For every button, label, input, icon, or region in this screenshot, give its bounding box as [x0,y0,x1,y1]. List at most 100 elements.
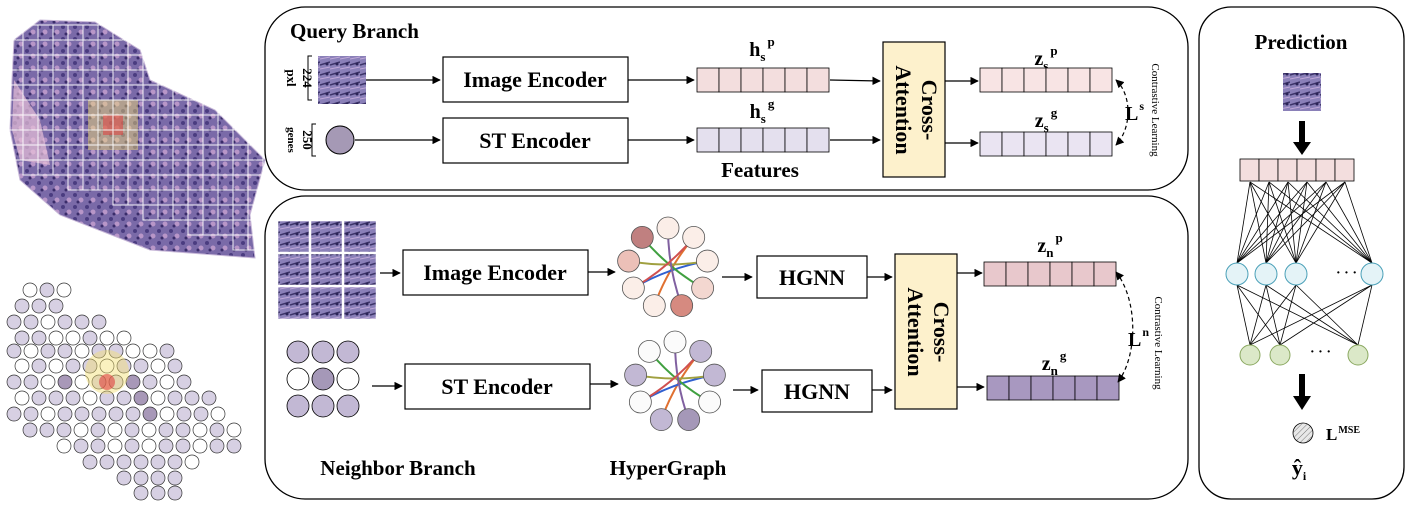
vector-cell [1001,67,1025,93]
neighbor-contrastive-label: Contrastive Learning [1152,296,1164,390]
spot [14,298,30,314]
hypergraph-node [656,216,680,240]
mlp-input-cell [1334,158,1355,182]
spot [65,358,81,374]
prediction-down-arrow-1 [1293,121,1311,155]
spot [159,374,175,390]
prediction-title: Prediction [1255,30,1348,54]
vector-cell [1052,375,1076,401]
mlp-edge [1236,181,1346,264]
hypergraph-node [649,408,673,431]
spot [23,406,39,422]
spot [116,454,132,470]
hypergraph-node [677,408,701,431]
spot [167,454,183,470]
spot [39,282,55,298]
vector-cell [1089,131,1113,157]
hgnn-top [756,255,868,299]
hyperedge [660,350,702,420]
spot [124,422,140,438]
zsg-label: zsg [1035,105,1058,135]
query-image-encoder-label: Image Encoder [463,67,607,92]
spot [193,406,209,422]
hgnn-top-label: HGNN [779,265,845,290]
spot [74,374,90,390]
hypergraph-node [621,276,645,300]
spot [31,330,47,346]
mlp-edge [1295,181,1308,264]
vector-cell [1071,261,1095,287]
spot [74,406,90,422]
spot [133,358,149,374]
mlp-edge [1268,181,1297,264]
spot [107,422,123,438]
neighbor-branch-title: Neighbor Branch [320,456,476,480]
spot [159,343,175,359]
spot [108,343,124,359]
vector-cell [740,127,764,153]
spot [56,282,72,298]
spot [57,343,73,359]
vector-cell [1023,131,1047,157]
hgnn-bottom-label: HGNN [784,379,850,404]
query-cross-attention [882,41,946,178]
vector-cell [986,375,1010,401]
spot [23,374,39,390]
spot [90,438,106,454]
spot [91,343,107,359]
spot [74,314,90,330]
mlp-edge [1344,181,1373,264]
spot [141,438,157,454]
spot [99,454,115,470]
spot [74,343,90,359]
mlp-edge [1236,181,1308,264]
spot [142,343,158,359]
vector-cell [979,131,1003,157]
vector-cell [1049,261,1073,287]
spot [125,343,141,359]
spot [133,470,149,486]
mlp-network [1225,158,1384,366]
query-cross-attention-label: Cross- Attention [891,65,942,154]
mlp-edge [1287,181,1297,264]
mlp-input-cell [1258,158,1279,182]
spot [141,422,157,438]
mlp-edge [1236,181,1270,264]
neighborhood-highlight [85,350,129,394]
spot [40,314,56,330]
spot [158,438,174,454]
zsp-label: zsp [1034,43,1057,73]
neighbor-cross-attention-label: Cross- Attention [903,287,954,376]
hypergraph-node [695,249,719,273]
hypergraph-node [691,276,715,300]
spot [201,390,217,406]
mlp-output-node [1239,344,1261,366]
spot [39,422,55,438]
vector-cell [718,67,742,93]
spot [150,358,166,374]
mlp-edge [1295,181,1327,264]
spot [14,358,30,374]
spot [133,485,149,501]
prediction-down-arrow-2 [1293,374,1311,410]
spot [6,314,22,330]
spot [176,374,192,390]
query-contrastive-label: Contrastive Learning [1149,63,1161,157]
vector-cell [1067,131,1091,157]
spot [23,343,39,359]
spot [99,358,115,374]
hypergraph-label: HyperGraph [610,456,727,480]
mlp-hidden-node [1360,262,1384,286]
hidden-ellipsis: · · · [1336,266,1357,281]
mlp-edge [1265,181,1289,264]
spot [142,374,158,390]
spot [57,374,73,390]
spot [48,358,64,374]
spot [167,470,183,486]
spot [150,485,166,501]
spot [167,390,183,406]
spot [57,314,73,330]
hypergraph-node [702,363,726,387]
spot [125,406,141,422]
